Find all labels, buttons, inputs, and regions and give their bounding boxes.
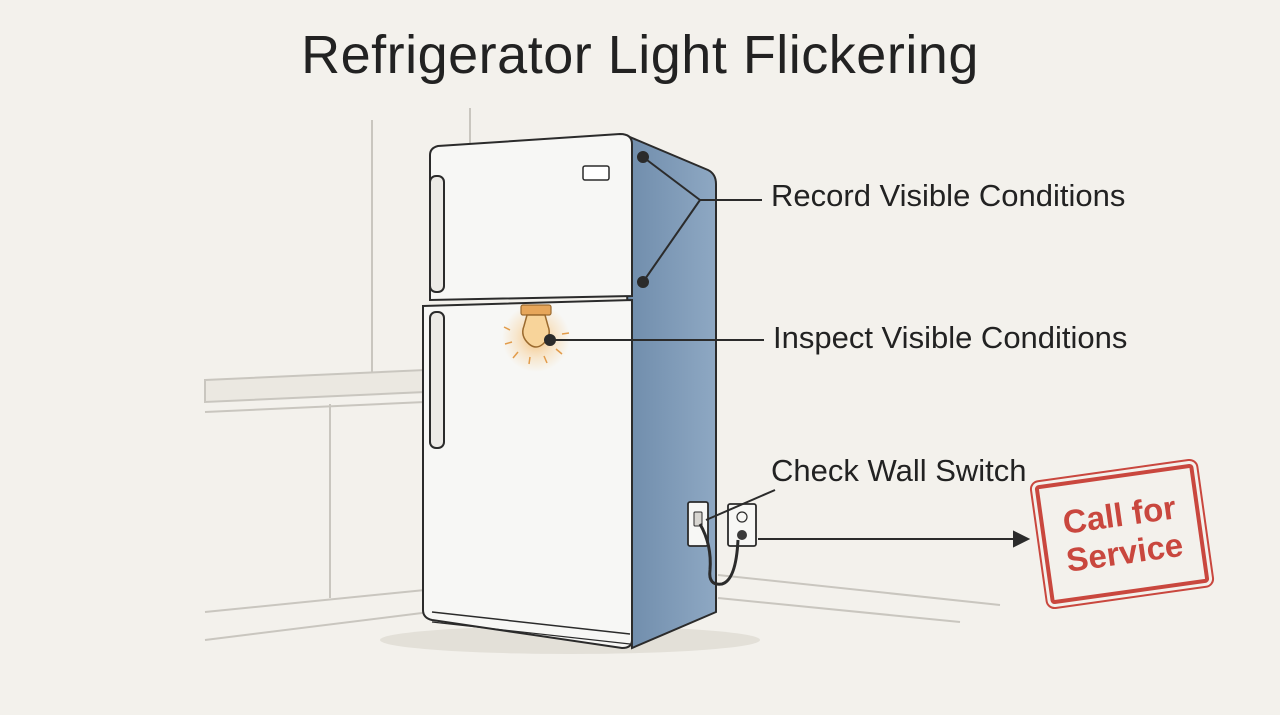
record-callout-lines (637, 151, 762, 288)
check-switch-label: Check Wall Switch (771, 453, 1027, 488)
fridge-side-panel (623, 133, 717, 650)
light-bulb-icon (503, 304, 570, 365)
record-conditions-label: Record Visible Conditions (771, 178, 1126, 213)
arrow-right-icon (758, 530, 1031, 548)
fridge-handle (429, 311, 445, 449)
fridge-door (422, 298, 633, 650)
room-background (204, 108, 1001, 641)
inspect-callout-line (544, 334, 764, 346)
inspect-conditions-label: Inspect Visible Conditions (773, 320, 1128, 355)
kick-plate (431, 611, 631, 635)
page-title: Refrigerator Light Flickering (301, 25, 979, 85)
freezer-door (429, 132, 633, 302)
freezer-handle (429, 175, 445, 293)
power-cord (698, 523, 740, 586)
wall-switch-icon (687, 501, 709, 547)
control-panel (582, 165, 610, 181)
call-for-service-stamp: Call for Service (1028, 457, 1216, 611)
switch-callout-line (705, 489, 776, 521)
wall-outlet-icon (727, 503, 757, 547)
